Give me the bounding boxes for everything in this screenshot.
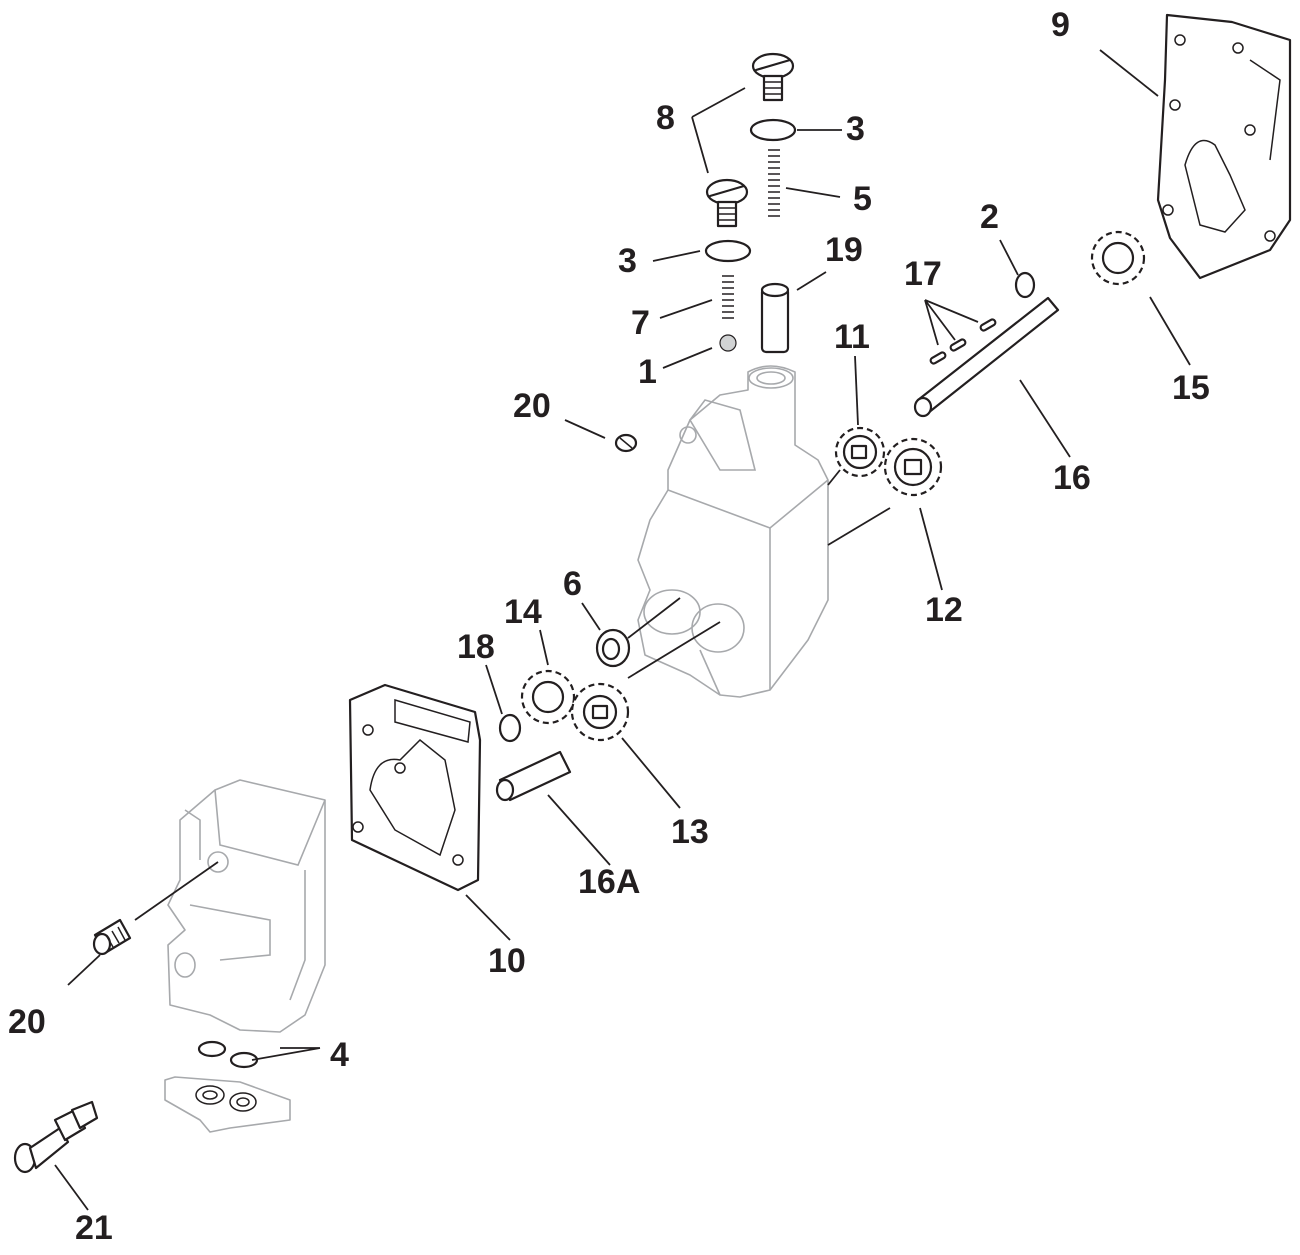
callout-9: 9 [1051, 6, 1070, 44]
callout-15: 15 [1172, 369, 1210, 407]
callout-12: 12 [925, 591, 963, 629]
callout-3-lower: 3 [618, 242, 637, 280]
oil-fitting-flange [164, 1076, 291, 1133]
retaining-ring-2 [1014, 271, 1036, 299]
callout-16a: 16A [578, 863, 641, 901]
front-cover-housing [167, 779, 326, 1033]
callout-7: 7 [631, 304, 650, 342]
callout-6: 6 [563, 565, 582, 603]
callout-3-upper: 3 [846, 110, 865, 148]
keys-17 [929, 318, 997, 365]
shaft-16 [913, 296, 1060, 418]
spring-long [768, 149, 780, 217]
o-ring-lower [704, 239, 752, 263]
main-pump-body [637, 365, 829, 698]
seal-6 [595, 628, 631, 668]
callout-18: 18 [457, 628, 495, 666]
o-ring-4a [197, 1040, 227, 1058]
callout-13: 13 [671, 813, 709, 851]
callout-21: 21 [75, 1209, 113, 1247]
gear-14 [520, 669, 576, 725]
callout-4: 4 [330, 1036, 349, 1074]
gear-12 [883, 437, 943, 497]
callout-2: 2 [980, 198, 999, 236]
fitting-21 [13, 1100, 99, 1174]
retaining-ring-18 [498, 713, 522, 743]
callout-5: 5 [853, 180, 872, 218]
callout-10: 10 [488, 942, 526, 980]
set-screw-20 [92, 918, 132, 956]
callout-16: 16 [1053, 459, 1091, 497]
callout-17: 17 [904, 255, 942, 293]
gasket-front-10 [348, 683, 482, 892]
drive-gear-15 [1090, 230, 1146, 286]
callout-19: 19 [825, 231, 863, 269]
check-ball [719, 334, 737, 352]
o-ring-upper [749, 118, 797, 142]
leader-lines [54, 49, 1191, 1211]
callout-20-upper: 20 [513, 387, 551, 425]
gear-13 [570, 682, 630, 742]
callout-11: 11 [834, 318, 870, 356]
slotted-screw-lower [705, 178, 749, 228]
callout-14: 14 [504, 593, 542, 631]
callout-20-lower: 20 [8, 1003, 46, 1041]
callout-8: 8 [656, 99, 675, 137]
sleeve-tube [760, 282, 790, 354]
callout-1: 1 [638, 353, 657, 391]
gear-11 [834, 426, 886, 478]
slotted-screw-upper [751, 52, 795, 102]
gasket-rear-9 [1156, 13, 1292, 280]
plug-upper [614, 433, 638, 453]
shaft-16a [495, 750, 572, 802]
spring-short [722, 275, 734, 319]
